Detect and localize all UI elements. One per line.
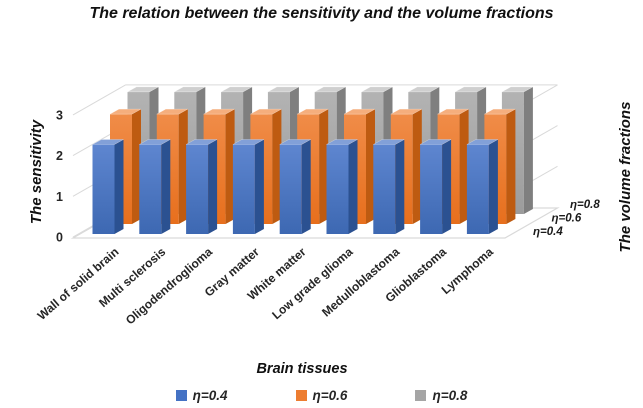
bar-η=0.4-7[interactable] (419, 139, 453, 234)
bar-side-face[interactable] (114, 139, 124, 234)
bar-top-face[interactable] (407, 86, 441, 93)
bar-side-face[interactable] (254, 139, 264, 234)
category-label: Oligodendroglioma (123, 244, 215, 327)
bar-η=0.4-2[interactable] (185, 139, 219, 234)
bar-top-face[interactable] (313, 86, 347, 93)
bar-top-face[interactable] (109, 108, 142, 115)
bar-top-face[interactable] (231, 139, 265, 145)
bar-side-face[interactable] (523, 86, 533, 214)
legend-swatch (175, 390, 187, 401)
depth-axis-title: The volume fractions (617, 101, 634, 253)
bar-top-face[interactable] (202, 108, 236, 115)
bar-top-face[interactable] (266, 86, 300, 93)
bar-side-face[interactable] (319, 109, 329, 224)
y-axis-title: The sensitivity (28, 119, 45, 225)
bar-top-face[interactable] (389, 108, 423, 115)
bar-front-face[interactable] (232, 144, 255, 234)
bar-η=0.4-4[interactable] (278, 139, 312, 234)
bar-η=0.4-1[interactable] (138, 139, 172, 234)
bar-side-face[interactable] (208, 139, 218, 234)
bar-front-face[interactable] (92, 144, 115, 234)
bar-side-face[interactable] (459, 109, 469, 224)
bar-top-face[interactable] (249, 108, 283, 115)
legend-label: η=0.4 (192, 388, 228, 403)
bar-η=0.4-0[interactable] (91, 139, 125, 234)
bar-side-face[interactable] (161, 139, 171, 234)
bar-top-face[interactable] (483, 108, 517, 115)
bar-top-face[interactable] (436, 108, 470, 115)
bar-side-face[interactable] (395, 139, 405, 234)
bar-top-face[interactable] (372, 139, 406, 145)
bar-top-face[interactable] (126, 86, 160, 93)
bar-top-face[interactable] (360, 86, 394, 93)
category-label: Medulloblastoma (319, 244, 402, 319)
category-label: Lymphoma (439, 244, 496, 296)
bar-side-face[interactable] (225, 109, 235, 224)
bar-top-face[interactable] (91, 139, 125, 145)
bar-top-face[interactable] (419, 139, 453, 145)
bar-front-face[interactable] (373, 144, 396, 234)
legend-swatch (415, 390, 427, 401)
legend-item-η=0.8[interactable]: η=0.8 (415, 388, 467, 403)
bar-side-face[interactable] (178, 109, 188, 224)
y-tick-label: 1 (56, 190, 63, 204)
bar-top-face[interactable] (138, 139, 172, 145)
bar-front-face[interactable] (279, 144, 302, 234)
legend-item-η=0.4[interactable]: η=0.4 (175, 388, 228, 403)
legend-label: η=0.8 (432, 388, 468, 403)
chart-title: The relation between the sensitivity and… (89, 5, 554, 22)
bar-top-face[interactable] (296, 108, 330, 115)
gridline-left-wall (72, 84, 126, 116)
y-tick-label: 3 (56, 108, 63, 122)
legend-swatch (295, 390, 307, 401)
category-label: Low grade glioma (269, 244, 355, 322)
bar-top-face[interactable] (220, 86, 254, 93)
bar-top-face[interactable] (500, 86, 534, 93)
bar-side-face[interactable] (348, 139, 358, 234)
y-tick-label: 2 (56, 149, 63, 163)
bar-side-face[interactable] (272, 109, 282, 224)
bar-top-face[interactable] (465, 139, 499, 145)
bar-side-face[interactable] (442, 139, 452, 234)
bar-top-face[interactable] (325, 139, 359, 145)
depth-axis-label: η=0.6 (552, 213, 582, 225)
bar-side-face[interactable] (366, 109, 375, 224)
bar-top-face[interactable] (343, 108, 376, 115)
bar-side-face[interactable] (412, 109, 422, 224)
depth-axis-label: η=0.4 (533, 226, 563, 238)
bar-front-face[interactable] (139, 144, 162, 234)
bar-η=0.4-3[interactable] (231, 139, 265, 234)
x-axis-title: Brain tissues (256, 361, 348, 377)
bar-top-face[interactable] (173, 86, 207, 93)
bar-top-face[interactable] (185, 139, 219, 145)
bar-front-face[interactable] (466, 144, 489, 234)
y-tick-label: 0 (56, 231, 63, 245)
legend-label: η=0.6 (312, 388, 348, 403)
legend: η=0.4 η=0.6 η=0.8 (0, 388, 643, 403)
bar-top-face[interactable] (278, 139, 312, 145)
bar-side-face[interactable] (132, 109, 141, 224)
bar-η=0.4-8[interactable] (465, 139, 499, 234)
bar-side-face[interactable] (301, 139, 311, 234)
bar-η=0.4-6[interactable] (372, 139, 406, 234)
bar-side-face[interactable] (506, 109, 516, 224)
bar-front-face[interactable] (420, 144, 443, 234)
bar-front-face[interactable] (186, 144, 209, 234)
bar-front-face[interactable] (326, 144, 349, 234)
bar-top-face[interactable] (454, 86, 488, 93)
bar-top-face[interactable] (155, 108, 189, 115)
bar-side-face[interactable] (488, 139, 498, 234)
depth-axis-label: η=0.8 (570, 199, 600, 211)
bar-η=0.4-5[interactable] (325, 139, 359, 234)
legend-item-η=0.6[interactable]: η=0.6 (295, 388, 348, 403)
